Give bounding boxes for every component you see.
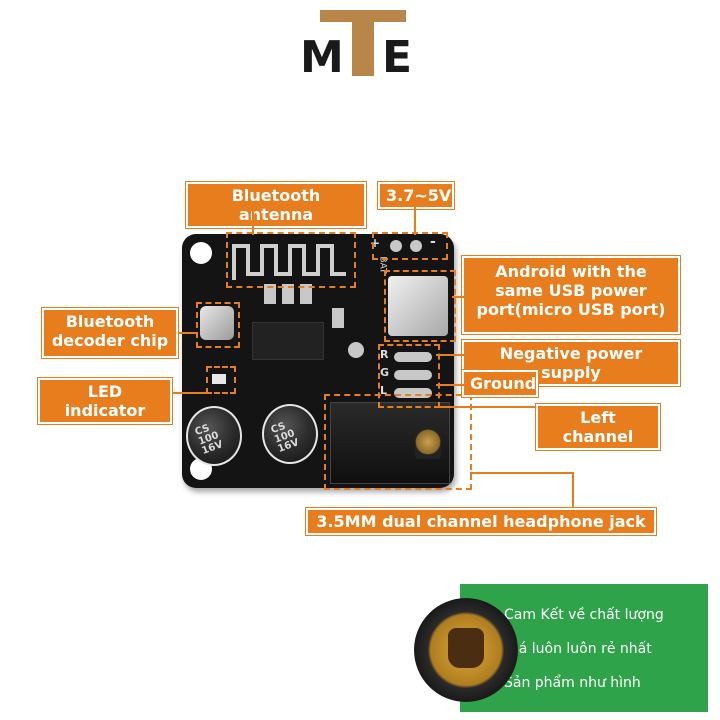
promo-item-text: Giá luôn luôn rẻ nhất <box>504 641 652 657</box>
smd-capacitor <box>300 284 312 304</box>
logo-t-stem <box>352 10 374 76</box>
leader-line <box>452 296 464 298</box>
leader-line <box>436 384 464 386</box>
label-left-channel: Left channel <box>535 403 661 451</box>
pins-highlight <box>378 344 440 408</box>
smd-capacitor <box>348 342 364 358</box>
brand-logo: M E <box>298 8 422 80</box>
logo-letter-m: M <box>300 32 344 83</box>
antenna-highlight <box>226 232 356 288</box>
logo-letter-e: E <box>382 32 413 83</box>
promo-item-text: Cam Kết về chất lượng <box>504 607 664 623</box>
mount-hole <box>190 242 212 264</box>
led-highlight <box>206 366 236 394</box>
pin-l <box>394 388 432 398</box>
smd-capacitor <box>332 308 344 328</box>
leader-line <box>436 354 464 356</box>
battery-pad-minus <box>410 240 422 252</box>
decoder-chip <box>252 322 324 360</box>
antenna-trace <box>232 244 346 280</box>
label-ground: Ground <box>461 369 539 398</box>
pin-l-label: L <box>380 384 388 397</box>
leader-line <box>252 207 254 235</box>
electrolytic-capacitor: CS 100 16V <box>262 404 318 464</box>
leader-line <box>414 207 416 235</box>
plus-label: + <box>370 236 381 250</box>
best-quality-seal <box>414 598 518 702</box>
capacitor-marking: CS 100 16V <box>269 420 301 455</box>
headphone-jack <box>330 402 450 484</box>
promo-item: ✓ Giá luôn luôn rẻ nhất <box>482 640 652 658</box>
capacitor-marking: CS 100 16V <box>193 422 225 457</box>
label-led-indicator: LED indicator <box>37 377 173 425</box>
leader-line <box>172 392 208 394</box>
battery-highlight <box>372 232 448 260</box>
leader-line <box>572 472 574 508</box>
promo-panel: ✓ Cam Kết về chất lượng ✓ Giá luôn luôn … <box>460 584 708 712</box>
led <box>212 374 226 384</box>
jack-highlight <box>324 394 472 490</box>
micro-usb-port <box>388 276 448 336</box>
usb-highlight <box>384 270 456 342</box>
promo-item: ✓ Cam Kết về chất lượng <box>482 606 664 624</box>
thumbs-up-icon <box>448 628 484 668</box>
crystal-highlight <box>196 302 240 348</box>
pin-r <box>394 352 432 362</box>
bluetooth-module-board: BAT + - R G L CS 100 16V CS 100 16V <box>182 232 472 490</box>
smd-capacitor <box>282 284 294 304</box>
leader-line <box>436 406 536 408</box>
crystal-oscillator <box>200 306 234 340</box>
smd-capacitor <box>264 284 276 304</box>
leader-line <box>470 472 574 474</box>
label-usb-port: Android with the same USB power port(mic… <box>461 255 681 335</box>
pin-r-label: R <box>380 348 389 361</box>
label-voltage: 3.7~5V <box>377 181 455 210</box>
pin-g-label: G <box>380 366 390 379</box>
pin-g <box>394 370 432 380</box>
minus-label: - <box>430 234 436 250</box>
leader-line <box>178 332 196 334</box>
promo-item: ✓ Sản phẩm như hình <box>482 674 641 692</box>
promo-item-text: Sản phẩm như hình <box>504 675 641 691</box>
label-decoder-chip: Bluetooth decoder chip <box>41 307 179 359</box>
battery-pad-plus <box>390 240 402 252</box>
electrolytic-capacitor: CS 100 16V <box>186 406 242 466</box>
jack-socket <box>415 425 441 459</box>
label-bluetooth-antenna: Bluetooth antenna <box>185 181 367 229</box>
label-headphone-jack: 3.5MM dual channel headphone jack <box>305 507 657 536</box>
